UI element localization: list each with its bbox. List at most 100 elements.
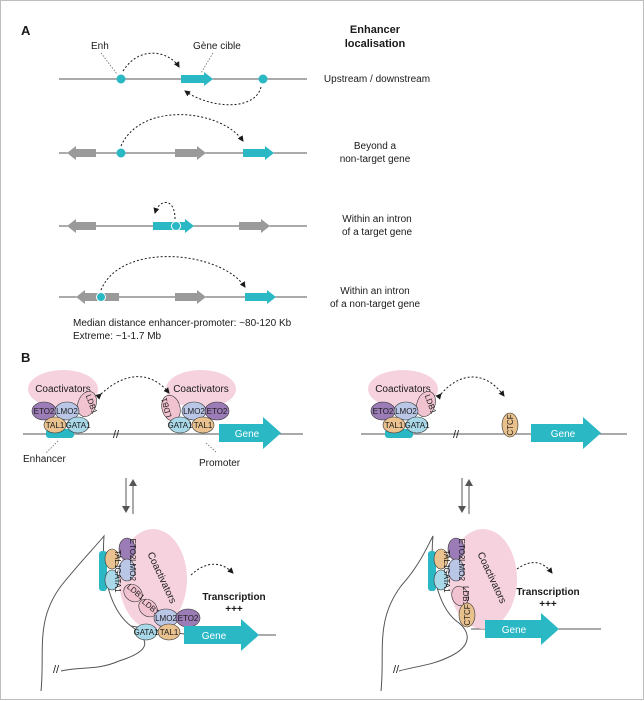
svg-text:GATA1: GATA1 — [442, 567, 451, 593]
gata1-protein — [405, 416, 429, 434]
promoter-label: Promoter — [199, 458, 241, 469]
svg-text:ETO2: ETO2 — [178, 614, 199, 623]
svg-text:LMO2: LMO2 — [128, 559, 137, 581]
gata1-protein — [104, 569, 120, 591]
svg-text:ETO2: ETO2 — [373, 407, 394, 416]
transcription-label: Transcription — [516, 587, 579, 598]
tal1-protein — [382, 416, 406, 434]
gene-arrow — [531, 417, 601, 449]
non-target-gene — [175, 290, 206, 304]
svg-text:LMO2: LMO2 — [155, 614, 177, 623]
svg-text:LDB1: LDB1 — [461, 586, 470, 607]
tal1-protein — [157, 623, 181, 641]
svg-text:CTCF: CTCF — [506, 414, 515, 435]
svg-text:TAL1: TAL1 — [46, 421, 65, 430]
equilibrium-arrows-right — [458, 478, 473, 514]
lmo2-protein — [447, 558, 465, 582]
enhancer-dot-downstream — [258, 74, 268, 84]
tal1-protein — [433, 548, 449, 570]
enhancer-protein-complex: LDB1 ETO2 LMO2 TAL1 GATA1 — [31, 391, 99, 434]
svg-text:LMO2: LMO2 — [457, 559, 466, 581]
target-gene-arrow — [181, 72, 213, 86]
non-target-gene — [67, 146, 96, 160]
gene-label: Gene — [502, 625, 527, 636]
gene-label: Gene — [551, 429, 576, 440]
gata1-protein — [66, 416, 90, 434]
row-2-label-line2: non-target gene — [340, 154, 411, 165]
svg-text:GATA1: GATA1 — [133, 628, 159, 637]
coactivators-label: Coactivators — [173, 384, 229, 395]
non-target-gene — [239, 219, 270, 233]
svg-text:TAL1: TAL1 — [442, 550, 451, 569]
ldb1-protein — [77, 391, 97, 417]
panel-b-letter: B — [21, 350, 30, 365]
svg-text:LMO2: LMO2 — [56, 407, 78, 416]
row-4-label-line1: Within an intron — [340, 286, 409, 297]
coactivators-blob — [119, 529, 187, 629]
coactivators-label: Coactivators — [35, 384, 91, 395]
gene-label: Gene — [202, 631, 227, 642]
eto2-protein — [204, 401, 230, 421]
svg-text:LMO2: LMO2 — [183, 407, 205, 416]
extreme-distance-text: Extreme: ~1-1.7 Mb — [73, 331, 162, 342]
row-3-label-line1: Within an intron — [342, 214, 411, 225]
non-target-gene — [67, 219, 96, 233]
svg-text:ETO2: ETO2 — [457, 539, 466, 560]
panel-a-header-line2: localisation — [345, 38, 406, 50]
transcription-plus: +++ — [539, 599, 557, 610]
enhancer-label: Enhancer — [23, 454, 66, 465]
svg-text:TAL1: TAL1 — [385, 421, 404, 430]
median-distance-text: Median distance enhancer-promoter: ~80-1… — [73, 318, 292, 329]
ldb1-protein — [123, 583, 143, 603]
target-gene-arrow — [245, 290, 276, 304]
target-gene-arrow — [243, 146, 274, 160]
equilibrium-arrows-left — [122, 478, 137, 514]
transcription-label: Transcription — [202, 592, 265, 603]
svg-text:TAL1: TAL1 — [113, 550, 122, 569]
svg-text://: // — [453, 429, 460, 441]
svg-text://: // — [393, 664, 400, 676]
gene-arrow — [485, 613, 559, 645]
promoter-protein-complex: LDB1 LMO2 ETO2 GATA1 TAL1 — [160, 394, 230, 434]
svg-text:GATA1: GATA1 — [113, 567, 122, 593]
gene-label: Gene — [235, 429, 260, 440]
linear-complex-right: Coactivators // LDB1 ETO2 LMO2 TAL1 GATA… — [361, 370, 627, 449]
linear-complex-left: Coactivators Coactivators // LDB1 ETO2 L… — [23, 370, 303, 469]
row-intron-non-target: Within an intron of a non-target gene — [59, 256, 421, 310]
enh-label: Enh — [91, 41, 109, 52]
enhancer-dot — [116, 74, 126, 84]
panel-a-header-line1: Enhancer — [350, 24, 401, 36]
svg-text://: // — [113, 429, 120, 441]
ctcf-protein — [458, 602, 476, 628]
non-target-gene — [175, 146, 206, 160]
row-upstream-downstream: Enh Gène cible Upstream / downstream — [59, 41, 430, 106]
tal1-protein — [43, 416, 67, 434]
row-4-label-line2: of a non-target gene — [330, 299, 421, 310]
ctcf-protein — [501, 412, 519, 438]
lmo2-protein — [118, 558, 136, 582]
enhancer-dot-intron — [96, 292, 106, 302]
gene-arrow — [219, 417, 281, 449]
row-2-label-line1: Beyond a — [354, 141, 397, 152]
panel-a-letter: A — [21, 23, 31, 38]
transcription-plus: +++ — [225, 604, 243, 615]
enhancer-dot-intron — [171, 221, 181, 231]
svg-text://: // — [53, 664, 60, 676]
row-3-label-line2: of a target gene — [342, 227, 412, 238]
row-beyond-non-target: Beyond a non-target gene — [59, 114, 411, 165]
gata1-protein — [433, 569, 449, 591]
ldb1-protein — [416, 391, 436, 417]
target-gene-label: Gène cible — [193, 41, 241, 52]
gata1-protein — [134, 623, 158, 641]
lmo2-protein — [54, 401, 80, 421]
svg-text:ETO2: ETO2 — [207, 407, 228, 416]
gata1-protein — [168, 416, 192, 434]
coactivators-label: Coactivators — [375, 384, 431, 395]
tal1-protein — [104, 548, 120, 570]
svg-text:GATA1: GATA1 — [167, 421, 193, 430]
svg-text:ETO2: ETO2 — [34, 407, 55, 416]
gene-arrow — [184, 619, 259, 651]
svg-text:LMO2: LMO2 — [395, 407, 417, 416]
